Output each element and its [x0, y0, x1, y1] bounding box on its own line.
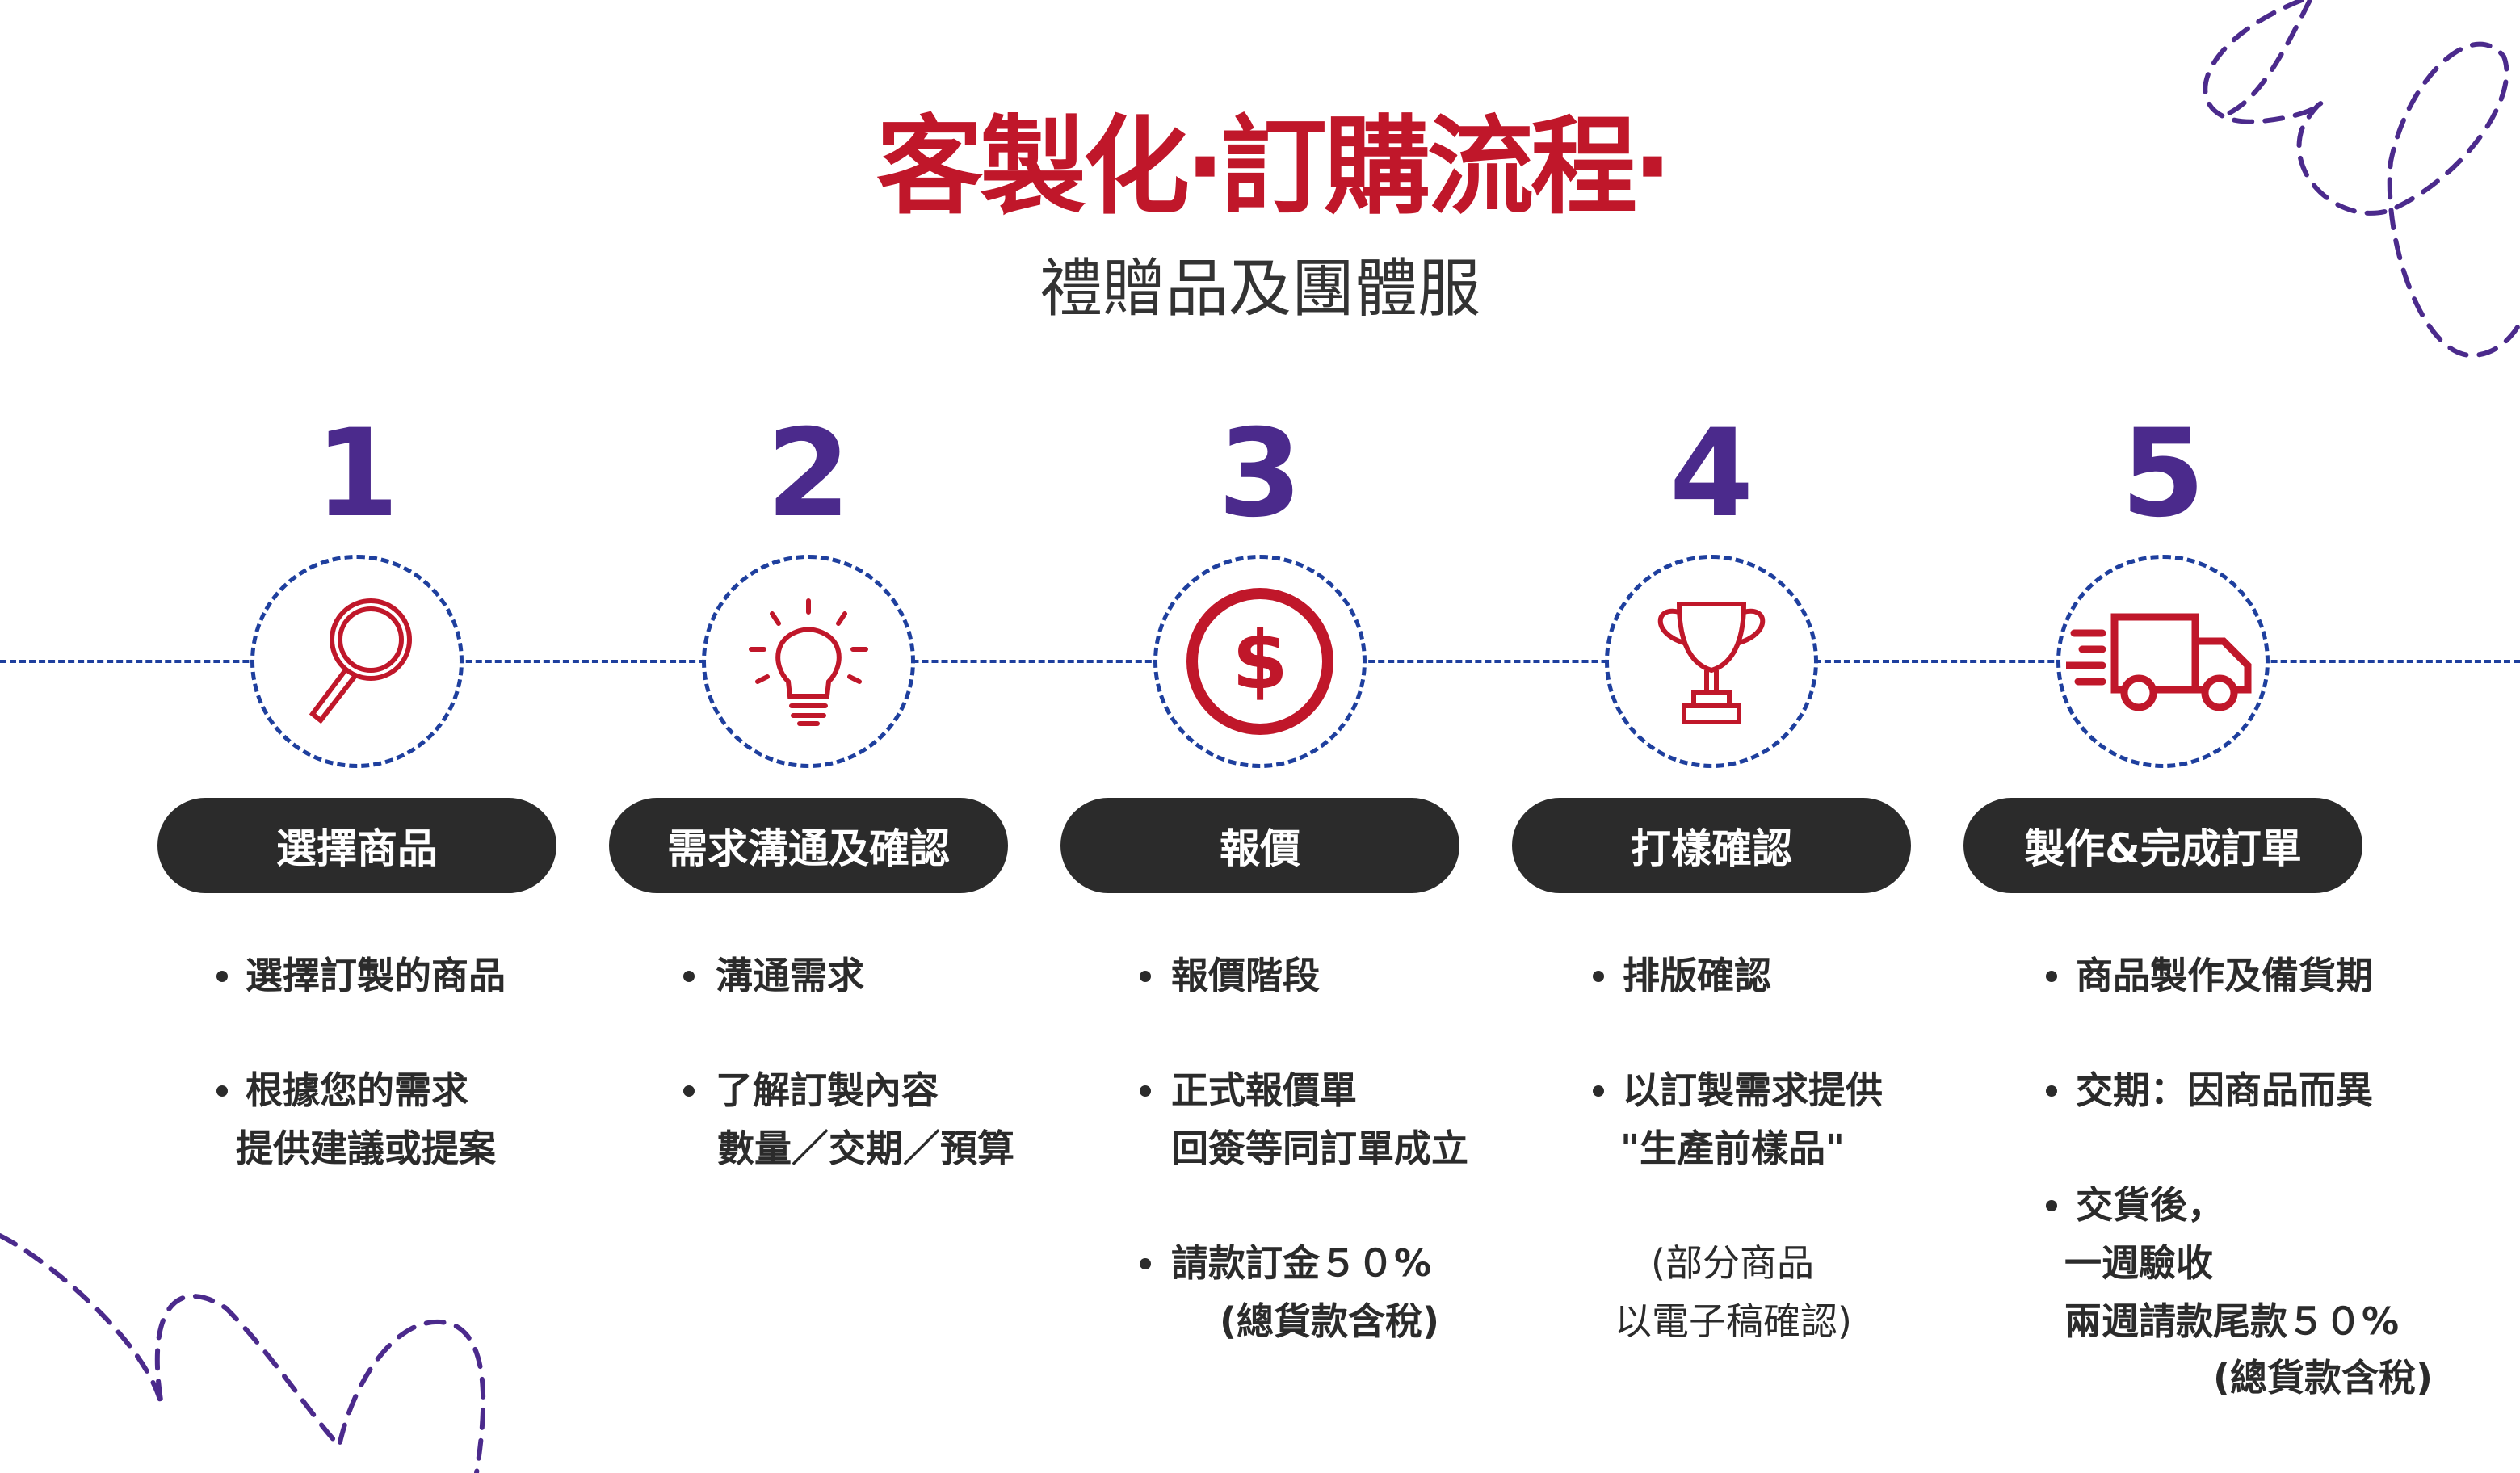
step-3: 3 $ 報價 報價階段 正式報價單 回簽等同訂單成立 請款訂金５０% (總貨款含… [1018, 0, 1502, 1473]
step-text: 以訂製需求提供 [1623, 1068, 1883, 1112]
step-text: 選擇訂製的商品 [246, 954, 506, 997]
step-text: 了解訂製內容 [716, 1068, 939, 1112]
bullet-icon [1140, 971, 1151, 982]
bullet-icon [2046, 1085, 2057, 1097]
step-4: 4 打樣確認 排版確認 以訂製需求提供 "生產前樣品" (部分商品 以電子稿確認… [1469, 0, 1954, 1473]
step-label: 選擇商品 [158, 798, 556, 893]
step-5: 5 製作&完成訂單 商品製作及備貨期 交期：因商品而異 交貨後， 一週驗收 兩週… [1921, 0, 2433, 1473]
bullet-icon [2046, 1200, 2057, 1211]
step-text: 數量／交期／預算 [717, 1127, 1014, 1170]
step-icon-circle [1605, 555, 1818, 768]
bullet-icon [1140, 1085, 1151, 1097]
step-1: 1 選擇商品 選擇訂製的商品 根據您的需求 提供建議或提案 [115, 0, 599, 1473]
step-label: 需求溝通及確認 [609, 798, 1008, 893]
step-text: 商品製作及備貨期 [2076, 954, 2373, 997]
bullet-icon [1593, 1085, 1604, 1097]
step-text: 以電子稿確認) [1615, 1299, 1852, 1343]
bullet-icon [216, 971, 228, 982]
step-number: 4 [1669, 404, 1754, 544]
step-icon-circle [702, 555, 915, 768]
step-text: 一週驗收 [2064, 1241, 2213, 1285]
step-text: "生產前樣品" [1620, 1127, 1845, 1170]
step-icon-circle [2056, 555, 2270, 768]
step-text: 兩週請款尾款５０% [2064, 1299, 2400, 1343]
step-text: 提供建議或提案 [236, 1127, 496, 1170]
step-text: 正式報價單 [1171, 1068, 1357, 1112]
step-label: 報價 [1060, 798, 1460, 893]
svg-text:$: $ [1232, 613, 1288, 707]
step-number: 1 [314, 404, 400, 544]
step-text: 排版確認 [1623, 954, 1771, 997]
step-label: 打樣確認 [1512, 798, 1911, 893]
bullet-icon [683, 1085, 695, 1097]
page-title: 客製化‧訂購流程‧ [876, 105, 1671, 229]
step-text: 交期：因商品而異 [2076, 1068, 2373, 1112]
bullet-icon [216, 1085, 228, 1097]
step-number: 5 [2120, 404, 2206, 544]
step-icon-circle [250, 555, 464, 768]
lightbulb-icon [749, 598, 868, 726]
step-text: 回簽等同訂單成立 [1171, 1127, 1468, 1170]
bullet-icon [683, 971, 695, 982]
step-number: 3 [1217, 404, 1303, 544]
step-2: 2 需求溝通及確認 溝通需求 了解訂製內容 數量／交期／預算 [566, 0, 1051, 1473]
magnifier-icon [309, 598, 412, 724]
bullet-icon [2046, 971, 2057, 982]
page-subtitle: 禮贈品及團體服 [1039, 253, 1480, 325]
truck-icon [2066, 613, 2252, 711]
step-label: 製作&完成訂單 [1964, 798, 2362, 893]
dollar-icon: $ [1186, 588, 1334, 735]
step-text: 請款訂金５０% [1171, 1241, 1432, 1285]
bullet-icon [1140, 1258, 1151, 1269]
bullet-icon [1593, 971, 1604, 982]
step-text: (總貨款含稅) [1220, 1299, 1440, 1343]
step-text: 溝通需求 [716, 954, 864, 997]
step-text: (總貨款含稅) [2213, 1356, 2434, 1400]
step-icon-circle: $ [1153, 555, 1367, 768]
trophy-icon [1657, 602, 1766, 724]
step-number: 2 [766, 404, 851, 544]
step-text: (部分商品 [1651, 1241, 1814, 1285]
step-text: 報價階段 [1171, 954, 1320, 997]
step-text: 根據您的需求 [246, 1068, 468, 1112]
step-text: 交貨後， [2076, 1183, 2224, 1227]
